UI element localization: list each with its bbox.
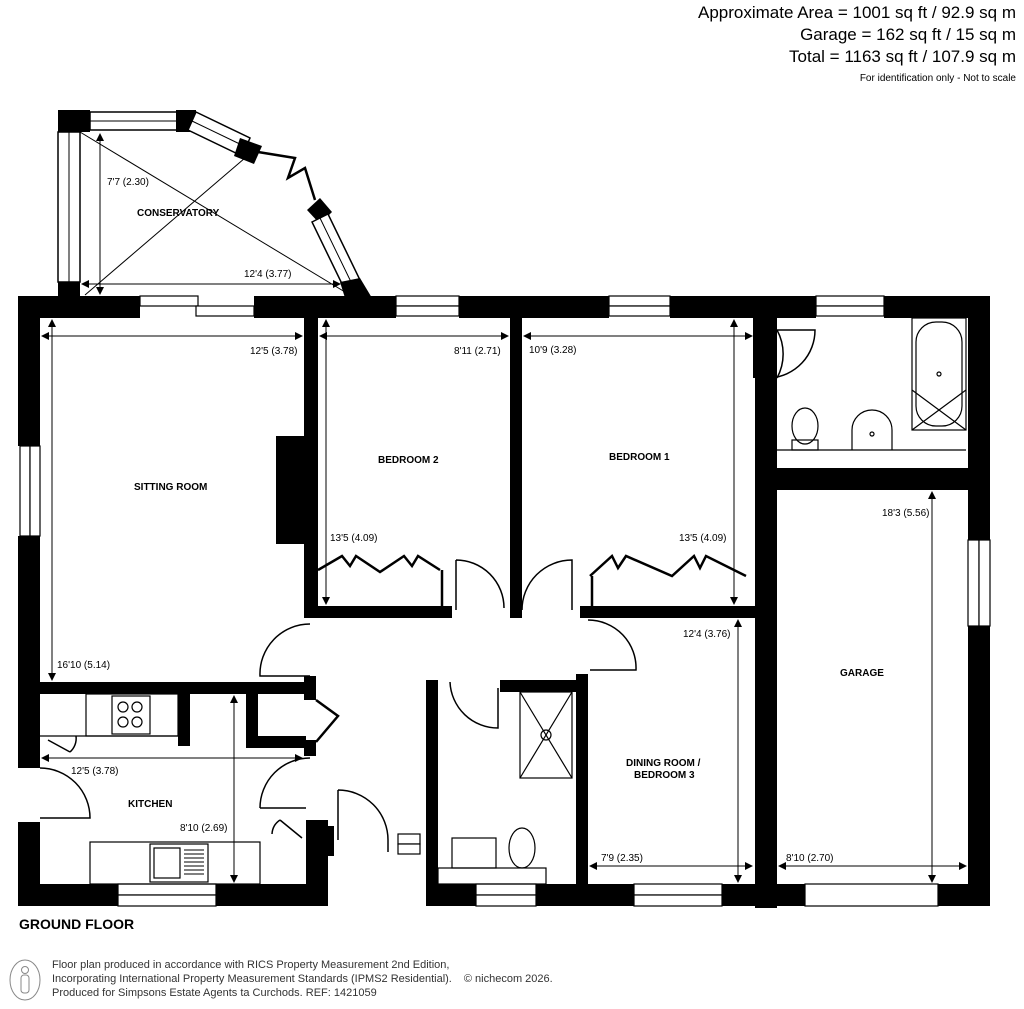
copyright: © nichecom 2026. (463, 973, 553, 985)
conservatory-label: CONSERVATORY (137, 208, 220, 219)
person-icon (9, 959, 41, 1001)
dining-room-height-dim: 12'4 (3.76) (683, 629, 731, 640)
scale-disclaimer: For identification only - Not to scale (859, 73, 1016, 84)
sitting-room-label: SITTING ROOM (134, 482, 207, 493)
wardrobes (317, 553, 747, 606)
bedroom1-width-dim: 10'9 (3.28) (529, 345, 577, 356)
fixtures (40, 317, 967, 885)
kitchen-label: KITCHEN (128, 799, 172, 810)
footer-line2: Incorporating International Property Mea… (52, 973, 452, 985)
conservatory: CONSERVATORY 7'7 (2.30) 12'4 (3.77) (57, 110, 372, 298)
bedroom2-height-dim: 13'5 (4.09) (330, 533, 378, 544)
sitting-room-width-dim: 12'5 (3.78) (250, 346, 298, 357)
garage-width-dim: 8'10 (2.70) (786, 853, 834, 864)
footer-line3: Produced for Simpsons Estate Agents ta C… (52, 987, 377, 999)
dining-room-label-line2: BEDROOM 3 (634, 770, 695, 781)
garage-area: Garage = 162 sq ft / 15 sq m (800, 25, 1016, 44)
dining-room-label-line1: DINING ROOM / (626, 758, 701, 769)
area-summary: Approximate Area = 1001 sq ft / 92.9 sq … (698, 2, 1016, 86)
walls (18, 296, 990, 908)
footer: Floor plan produced in accordance with R… (8, 958, 553, 1002)
windows (19, 295, 991, 907)
garage-height-dim: 18'3 (5.56) (882, 508, 930, 519)
footer-line1: Floor plan produced in accordance with R… (52, 959, 450, 971)
bedroom2-label: BEDROOM 2 (378, 455, 439, 466)
total-area: Total = 1163 sq ft / 107.9 sq m (789, 47, 1016, 66)
bedroom1-label: BEDROOM 1 (609, 452, 670, 463)
dimension-lines (41, 319, 967, 883)
bedroom2-width-dim: 8'11 (2.71) (454, 346, 501, 357)
garage-label: GARAGE (840, 668, 884, 679)
approximate-area: Approximate Area = 1001 sq ft / 92.9 sq … (698, 3, 1016, 22)
dining-room-width-dim: 7'9 (2.35) (601, 853, 643, 864)
sitting-room-height-dim: 16'10 (5.14) (57, 660, 110, 671)
footer-text: Floor plan produced in accordance with R… (52, 958, 553, 1000)
floor-label: GROUND FLOOR (19, 916, 135, 932)
conservatory-height-dim: 7'7 (2.30) (107, 177, 149, 188)
conservatory-width-dim: 12'4 (3.77) (244, 269, 292, 280)
bedroom1-height-dim: 13'5 (4.09) (679, 533, 727, 544)
kitchen-width-dim: 12'5 (3.78) (71, 766, 119, 777)
kitchen-height-dim: 8'10 (2.69) (180, 823, 228, 834)
